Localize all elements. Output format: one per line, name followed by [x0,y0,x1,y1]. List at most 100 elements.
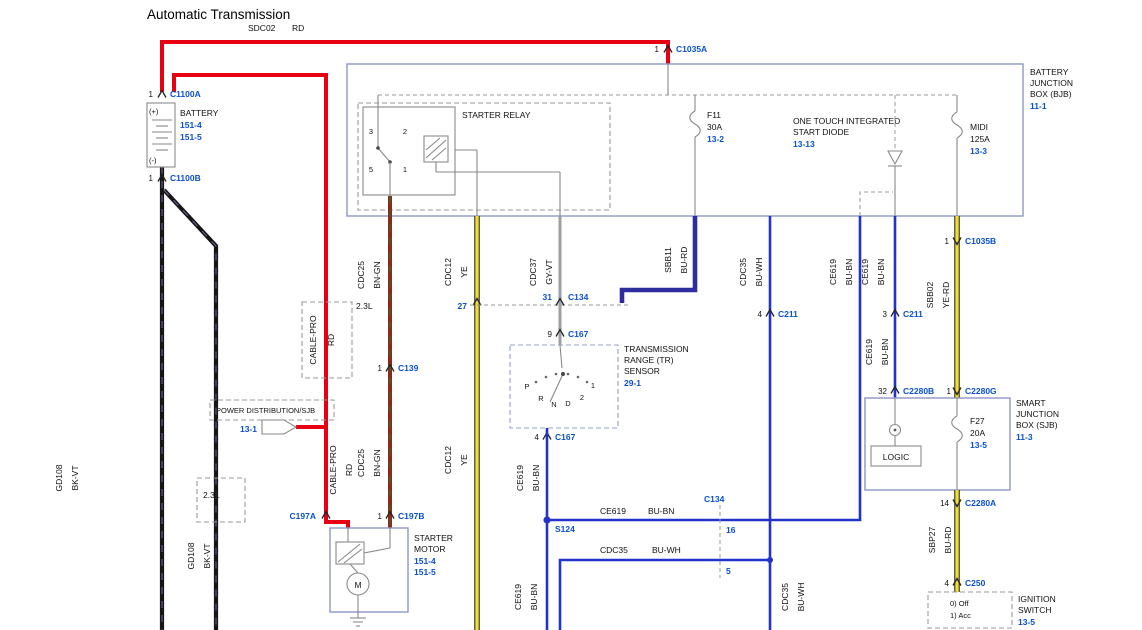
fuse-f11: F11 30A 13-2 [689,95,724,216]
relay-pin: 1 [403,165,407,174]
component-label: START DIODE [793,127,850,137]
connector-name: C1035A [676,44,707,54]
connector-name: C2280A [965,498,996,508]
splice-label: S124 [555,524,575,534]
wire-color-label: YE [459,454,469,466]
wire-color-label: BU-WH [754,258,764,287]
connector-pin: 16 [726,525,736,535]
page-ref: 11-1 [1030,101,1047,111]
battery-minus-label: (-) [149,156,157,165]
fuse-rating: 30A [707,122,722,132]
power-distribution-callout: POWER DISTRIBUTION/SJB 13-1 [209,399,335,435]
ignition-switch: 0) Off 1) Acc IGNITION SWITCH 13-5 [927,591,1056,629]
battery-feed-wires: SDC02 RD 2.3L CABLE-PRO RD CABLE-PRO RD [160,23,670,528]
fuse-rating: 20A [970,428,985,438]
connector-pin: 4 [945,579,950,588]
wire-id-label: CE619 [515,465,525,491]
connector-pin: 32 [878,387,887,396]
gear-position: 1 [591,381,595,390]
wire-color-label: YE-RD [941,282,951,308]
wire-id-label: CE619 [513,584,523,610]
logic-block [870,445,922,467]
starter-relay: STARTER RELAY 3 2 5 1 [362,95,561,216]
connector-name: C1100A [170,89,201,99]
connector-name: C197B [398,511,424,521]
wire-id-label: CDC35 [780,583,790,611]
bjb-outline [346,63,1024,217]
fuse-rating: 125A [970,134,990,144]
variant-box-cable [301,301,353,379]
component-label: SWITCH [1018,605,1052,615]
connector-pin: 1 [149,90,154,99]
connector-name: C1100B [170,173,201,183]
one-touch-start-diode: ONE TOUCH INTEGRATED START DIODE 13-13 [793,95,903,216]
connector-pin: 9 [548,330,553,339]
connector-pin: 3 [883,310,888,319]
page-ref: 13-2 [707,134,724,144]
wire-color-label: BU-BN [648,506,674,516]
page-ref: 13-1 [240,424,257,434]
connector-arrow-icon [157,89,167,99]
fuse-midi: MIDI 125A 13-3 [951,95,990,216]
wire-id-label: CABLE-PRO [308,315,318,365]
wire-id-label: SBB02 [925,281,935,308]
component-label: TRANSMISSION [624,344,689,354]
wire-id-label: GD108 [186,542,196,569]
connector-name: C250 [965,578,986,588]
connector-pin: 4 [758,310,763,319]
battery-symbol [146,102,176,168]
page-title: Automatic Transmission [147,7,290,22]
connector-pin: 27 [458,301,468,311]
sjb-outline [864,397,1011,491]
diode-symbol [887,150,903,166]
wire-sdc02 [160,40,670,92]
component-label: SMART [1016,398,1046,408]
connector-name: C197A [290,511,316,521]
component-label: JUNCTION [1016,409,1059,419]
fuse-name: F11 [707,110,721,120]
page-ref: 29-1 [624,378,641,388]
page-ref: 13-5 [970,440,987,450]
ground-wires: 2.3L GD108 BK-VT GD108 BK-VT [54,167,246,630]
wire-cdc35-branch [558,558,770,630]
component-label: STARTER RELAY [462,110,531,120]
page-ref: 151-4 [414,556,436,566]
fuse-symbol [951,415,963,443]
splice-dot [767,557,773,563]
wire-cable-pro [172,73,350,528]
relay-pin: 3 [369,127,373,136]
wire-id-label: SBP27 [927,526,937,553]
page-ref: 151-5 [180,132,202,142]
wire-id-label: CDC37 [528,258,538,286]
logic-label: LOGIC [883,452,909,462]
wire-color-label: BU-WH [652,545,681,555]
connector-pin: 14 [940,499,949,508]
engine-variant-label: 2.3L [203,490,220,500]
gear-position: 2 [580,393,584,402]
switch-position: 0) Off [950,599,970,608]
gear-position: D [565,399,571,408]
wire-id-label: CDC25 [356,449,366,477]
connector-name: C167 [555,432,576,442]
gear-position: N [551,400,556,409]
switch-position: 1) Acc [950,611,971,620]
wire-color-label: BU-BN [529,584,539,610]
gear-position: R [538,394,544,403]
wire-color-label: BU-BN [880,339,890,365]
page-ref: 13-13 [793,139,815,149]
wire-id-label: SBB11 [663,247,673,273]
wire-color-label: BK-VT [202,543,212,568]
transmission-range-sensor: P R N D 2 1 TRANSMISSION RANGE (TR) SENS… [509,344,689,429]
connector-name: C134 [568,292,589,302]
sbb02-circuit: 1 C1035B SBB02 YE-RD 1 C2280G [925,216,997,398]
fuse-name: F27 [970,416,985,426]
wire-id-label: CDC12 [443,446,453,474]
wire-color-label: BN-GN [372,261,382,288]
wire-color-label: GY-VT [544,259,554,284]
connector-pin: 1 [378,512,383,521]
wire-id-label: CE619 [860,259,870,285]
wire-id-label: CE619 [828,259,838,285]
cdc12-circuit: CDC12 YE CDC12 YE 27 [443,216,482,630]
wire-id-label: CE619 [864,339,874,365]
